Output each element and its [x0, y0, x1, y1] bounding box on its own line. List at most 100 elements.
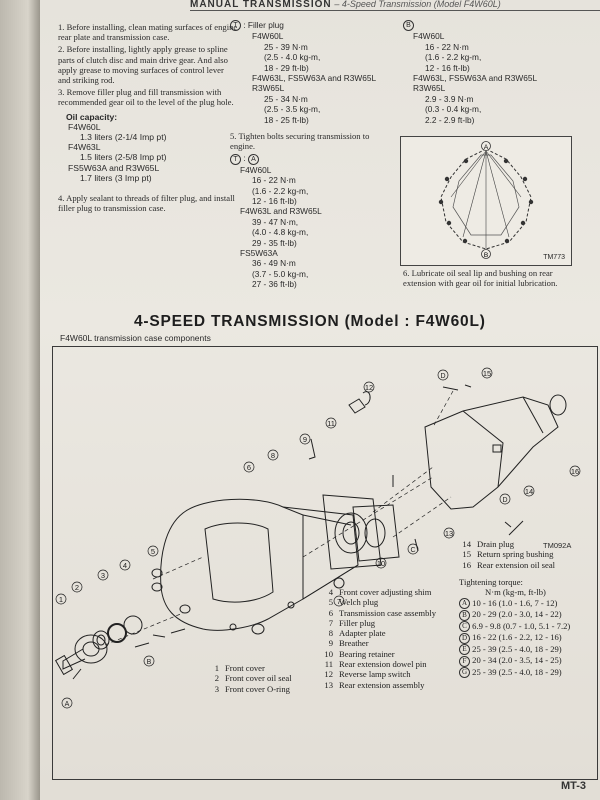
bolt-value: 29 - 35 ft-lb) [252, 237, 297, 248]
section-subtitle: F4W60L transmission case components [60, 333, 211, 343]
torque-value: 25 - 39 (2.5 - 4.0, 18 - 29) [472, 643, 562, 654]
inset-ref-label: TM773 [543, 254, 565, 261]
transmission-drawing: 1 2 3 4 5 6 7 8 9 10 11 12 13 14 15 16 [54, 367, 581, 709]
bolt-pattern-inset: A B TM773 [400, 136, 572, 266]
bolt-value: (1.6 - 2.2 kg-m, [252, 185, 309, 196]
step-3: 3. Remove filler plug and fill transmiss… [58, 87, 234, 108]
callout-a: A [65, 701, 70, 708]
legend-label: Drain plug [477, 539, 514, 549]
callout-10: 10 [377, 559, 385, 568]
callout-5: 5 [151, 547, 155, 556]
legend-label: Front cover [225, 663, 265, 673]
oil-capacity-title: Oil capacity: [66, 111, 118, 122]
legend-label: Adapter plate [339, 628, 386, 639]
filler-value: (2.5 - 4.0 kg-m, [264, 52, 321, 63]
legend-label: Front cover O-ring [225, 683, 290, 694]
legend-num: 4 [328, 587, 333, 597]
column-3: B F4W60L 16 - 22 N·m (1.6 - 2.2 kg-m, 12… [403, 20, 583, 125]
callout-8: 8 [271, 451, 275, 460]
legend-num: 10 [324, 648, 333, 659]
legend-num: 16 [462, 559, 471, 570]
header-title: MANUAL TRANSMISSION [190, 0, 332, 10]
legend-num: 7 [328, 617, 333, 628]
legend-num: 12 [324, 669, 333, 680]
legend-num: 13 [324, 679, 333, 690]
bolt-model: FS5W63A [240, 247, 278, 258]
callout-c: C [410, 547, 415, 554]
b-model-cont: R3W65L [413, 83, 446, 94]
column-2: T : Filler plug F4W60L 25 - 39 N·m (2.5 … [230, 20, 390, 290]
torque-value: 20 - 29 (2.0 - 3.0, 14 - 22) [472, 609, 562, 620]
torque-sym-e: E [459, 644, 470, 656]
callout-16: 16 [571, 467, 579, 476]
legend-num: 6 [328, 607, 333, 618]
bolt-value: 39 - 47 N·m, [252, 216, 299, 227]
bolt-value: 16 - 22 N·m [252, 175, 296, 186]
torque-value: 20 - 34 (2.0 - 3.5, 14 - 25) [472, 655, 562, 666]
tightening-title: Tightening torque: [459, 577, 523, 587]
legend-num: 11 [324, 659, 333, 670]
bolt-value: 27 - 36 ft-lb) [252, 279, 297, 290]
b-value: (0.3 - 0.4 kg-m, [425, 104, 482, 115]
callout-d: D [440, 373, 445, 380]
callout-11: 11 [327, 419, 335, 428]
legend-label: Transmission case assembly [339, 607, 437, 618]
oil-model: F4W63L [68, 142, 101, 153]
torque-value: 6.9 - 9.8 (0.7 - 1.0, 5.1 - 7.2) [472, 620, 571, 631]
legend-label: Welch plug [339, 597, 379, 608]
filler-value: 18 - 25 ft-lb) [264, 114, 309, 125]
torque-symbol-a: A [247, 153, 259, 165]
legend-num: 1 [214, 663, 219, 673]
page-header: MANUAL TRANSMISSION – 4-Speed Transmissi… [190, 0, 600, 11]
bolt-pattern-figure: A B [438, 141, 534, 259]
callout-3: 3 [101, 571, 105, 580]
step-5: 5. Tighten bolts securing transmission t… [230, 130, 370, 152]
step-2: 2. Before installing, lightly apply grea… [58, 44, 228, 86]
torque-sym-c: C [459, 621, 470, 633]
bolt-model: F4W63L and R3W65L [240, 206, 322, 217]
callout-4: 4 [123, 561, 127, 570]
torque-sym-g: G [459, 667, 470, 679]
header-subtitle: – 4-Speed Transmission (Model F4W60L) [334, 0, 501, 9]
bolt-model: F4W60L [240, 164, 272, 175]
callout-12: 12 [365, 383, 373, 392]
legend-num: 15 [462, 549, 471, 560]
callout-1: 1 [59, 595, 63, 604]
filler-model: F4W60L [252, 31, 284, 42]
legend-num: 9 [328, 638, 333, 649]
oil-model: F4W60L [68, 121, 101, 132]
diagram-ref-label: TM092A [543, 541, 572, 550]
torque-sym-f: F [459, 655, 470, 667]
inset-point-a: A [484, 144, 489, 151]
bolt-value: (3.7 - 5.0 kg-m, [252, 268, 309, 279]
filler-value: 18 - 29 ft-lb) [264, 62, 309, 73]
b-model: F4W63L, FS5W63A and R3W65L [413, 72, 538, 83]
legend-label: Filler plug [339, 617, 376, 628]
step-6: 6. Lubricate oil seal lip and bushing on… [403, 268, 558, 289]
legend-num: 14 [462, 539, 471, 549]
legend-num: 2 [214, 673, 219, 684]
callout-9: 9 [303, 435, 307, 444]
torque-sym-a: A [459, 598, 470, 610]
legend-label: Front cover adjusting shim [339, 587, 432, 597]
filler-plug-title: Filler plug [247, 20, 284, 30]
step-6-block: 6. Lubricate oil seal lip and bushing on… [403, 268, 578, 290]
manual-page: MANUAL TRANSMISSION – 4-Speed Transmissi… [40, 0, 600, 800]
torque-symbol-t: T [230, 153, 241, 165]
legend-label: Bearing retainer [339, 648, 395, 659]
filler-value: 25 - 39 N·m [264, 41, 308, 52]
exploded-diagram: 1 2 3 4 5 6 7 8 9 10 11 12 13 14 15 16 [52, 346, 598, 780]
legend-num: 8 [328, 628, 333, 639]
filler-model: F4W63L, FS5W63A and R3W65L [252, 72, 377, 83]
legend-label: Rear extension oil seal [477, 559, 556, 570]
legend-num: 3 [214, 683, 219, 694]
legend-label: Reverse lamp switch [339, 669, 411, 680]
oil-value: 1.3 liters (2-1/4 Imp pt) [80, 132, 167, 143]
tightening-torque-table: Tightening torque: N·m (kg-m, ft-lb) A 1… [459, 577, 571, 679]
callout-7: 7 [337, 597, 341, 606]
torque-symbol-b: B [403, 20, 414, 32]
torque-value: 16 - 22 (1.6 - 2.2, 12 - 16) [472, 632, 562, 643]
b-value: 16 - 22 N·m [425, 41, 469, 52]
torque-value: 25 - 39 (2.5 - 4.0, 18 - 29) [472, 666, 562, 677]
